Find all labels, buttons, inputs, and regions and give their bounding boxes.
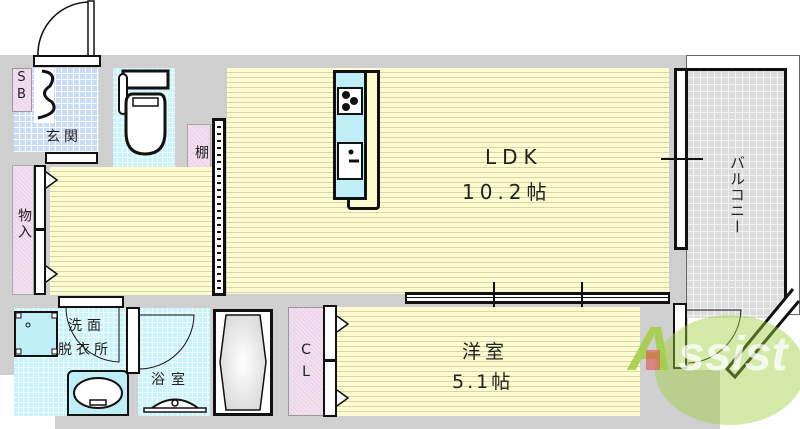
ldk-name: LDK [485, 145, 543, 169]
ldk-sliding-door[interactable] [405, 292, 670, 304]
entrance-step-curve [37, 69, 56, 120]
shelf-label: 棚 [193, 145, 209, 161]
sliding-door-mark-2 [581, 282, 583, 316]
storage [12, 165, 34, 295]
closet-label: CL [298, 342, 314, 386]
western-room-name: 洋室 [462, 341, 509, 363]
bathroom-label: 浴室 [151, 372, 191, 388]
svg-text:ssist: ssist [678, 328, 789, 381]
closet-door-upper[interactable] [323, 305, 337, 361]
balcony-side-window[interactable] [673, 303, 687, 369]
shower-icon [143, 398, 207, 413]
toilet-icon [118, 69, 170, 156]
svg-text:A: A [626, 315, 673, 384]
closet-handle-upper [336, 315, 350, 333]
assist-watermark-logo: A ssist [626, 315, 800, 425]
bathroom-door-swing [139, 314, 195, 370]
outer-wall-bottom-right [640, 370, 720, 429]
washbasin-bowl-icon [73, 377, 123, 409]
closet-handle-lower [336, 389, 350, 407]
storage-label: 物入 [16, 208, 32, 240]
balcony-label: バルコニー [728, 155, 746, 235]
sliding-door-mark-1 [493, 282, 495, 316]
bathtub-icon [219, 314, 267, 411]
western-room-size: 5.1帖 [452, 371, 514, 393]
closet-door-lower[interactable] [323, 360, 337, 417]
western-room-floor [335, 307, 640, 416]
bathroom-door[interactable] [126, 307, 140, 374]
balcony-floor [687, 68, 787, 318]
storage-handle-upper [45, 171, 59, 189]
shoe-box-label: SB [14, 70, 29, 104]
ldk-floor [227, 68, 669, 294]
burner-icon [342, 91, 358, 111]
entrance-inner-door[interactable] [45, 152, 98, 164]
storage-handle-lower [45, 265, 59, 283]
balcony-window-mark [661, 158, 703, 160]
shoe-box [12, 68, 32, 112]
faucet-icon [348, 149, 359, 163]
washroom-door-swing [65, 307, 120, 363]
washroom-door[interactable] [58, 296, 124, 308]
washroom-label-1: 洗面 [68, 318, 106, 334]
closet [288, 307, 324, 416]
hallway-floor-top [100, 167, 215, 190]
balcony-diagonal-railing [724, 288, 800, 380]
ldk-partition[interactable] [212, 118, 226, 296]
bathroom-floor [138, 308, 210, 416]
entrance-label: 玄関 [46, 129, 82, 145]
storage-door-lower[interactable] [34, 229, 46, 295]
front-door[interactable] [32, 0, 104, 70]
washing-machine-icon [15, 312, 58, 355]
washroom-label-2: 脱衣所 [58, 342, 112, 358]
ldk-size: 10.2帖 [462, 180, 552, 204]
balcony-door-swing [686, 309, 742, 364]
